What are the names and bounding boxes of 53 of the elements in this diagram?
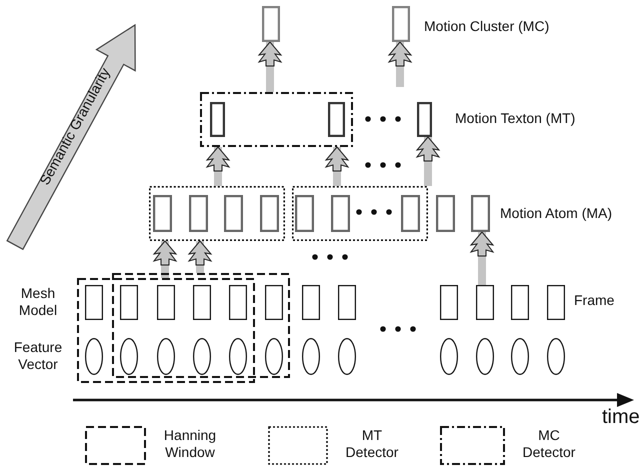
atom-box bbox=[224, 195, 243, 232]
feature-ellipse bbox=[193, 338, 211, 375]
mesh-frame-box bbox=[476, 285, 494, 320]
level-label: Motion Texton (MT) bbox=[455, 110, 576, 127]
mesh-frame-box bbox=[157, 285, 175, 320]
legend-label: MC Detector bbox=[522, 427, 576, 461]
texton-box bbox=[328, 102, 345, 137]
row-label: Frame bbox=[574, 292, 616, 309]
legend-label: Hanning Window bbox=[162, 427, 218, 461]
feature-ellipse bbox=[302, 338, 320, 375]
feature-ellipse bbox=[85, 338, 103, 375]
mesh-frame-box bbox=[265, 285, 283, 320]
feature-ellipse bbox=[440, 338, 458, 375]
feature-ellipse bbox=[229, 338, 247, 375]
mt-detector-frame bbox=[149, 186, 285, 241]
mesh-frame-box bbox=[193, 285, 211, 320]
texton-box bbox=[417, 102, 432, 137]
feature-ellipse bbox=[476, 338, 494, 375]
mesh-frame-box bbox=[338, 285, 356, 320]
feature-ellipse bbox=[511, 338, 529, 375]
texton-box bbox=[210, 102, 225, 137]
atom-box bbox=[331, 195, 350, 232]
mc-detector-frame bbox=[200, 92, 353, 147]
row-label: Mesh Model bbox=[18, 285, 58, 319]
feature-ellipse bbox=[547, 338, 565, 375]
feature-ellipse bbox=[157, 338, 175, 375]
level-label: Motion Cluster (MC) bbox=[424, 18, 550, 35]
mesh-frame-box bbox=[302, 285, 320, 320]
atom-box bbox=[471, 195, 490, 232]
feature-ellipse bbox=[120, 338, 138, 375]
mesh-frame-box bbox=[440, 285, 458, 320]
cluster-box bbox=[392, 6, 410, 42]
level-label: Motion Atom (MA) bbox=[500, 205, 614, 222]
atom-box bbox=[436, 195, 455, 232]
atom-box bbox=[189, 195, 208, 232]
hanning-window-frame bbox=[77, 278, 255, 383]
mesh-frame-box bbox=[511, 285, 529, 320]
mesh-frame-box bbox=[85, 285, 103, 320]
hanning-window-frame bbox=[112, 273, 290, 378]
atom-box bbox=[153, 195, 172, 232]
atom-box bbox=[260, 195, 279, 232]
cluster-box bbox=[262, 6, 280, 42]
atom-box bbox=[295, 195, 314, 232]
row-label: Feature Vector bbox=[12, 339, 64, 373]
mesh-frame-box bbox=[120, 285, 138, 320]
feature-ellipse bbox=[338, 338, 356, 375]
feature-ellipse bbox=[265, 338, 283, 375]
mt-detector-frame bbox=[292, 186, 428, 241]
axis-label: time bbox=[602, 405, 640, 429]
mesh-frame-box bbox=[229, 285, 247, 320]
mesh-frame-box bbox=[547, 285, 565, 320]
legend-label: MT Detector bbox=[344, 427, 400, 461]
atom-box bbox=[401, 195, 420, 232]
